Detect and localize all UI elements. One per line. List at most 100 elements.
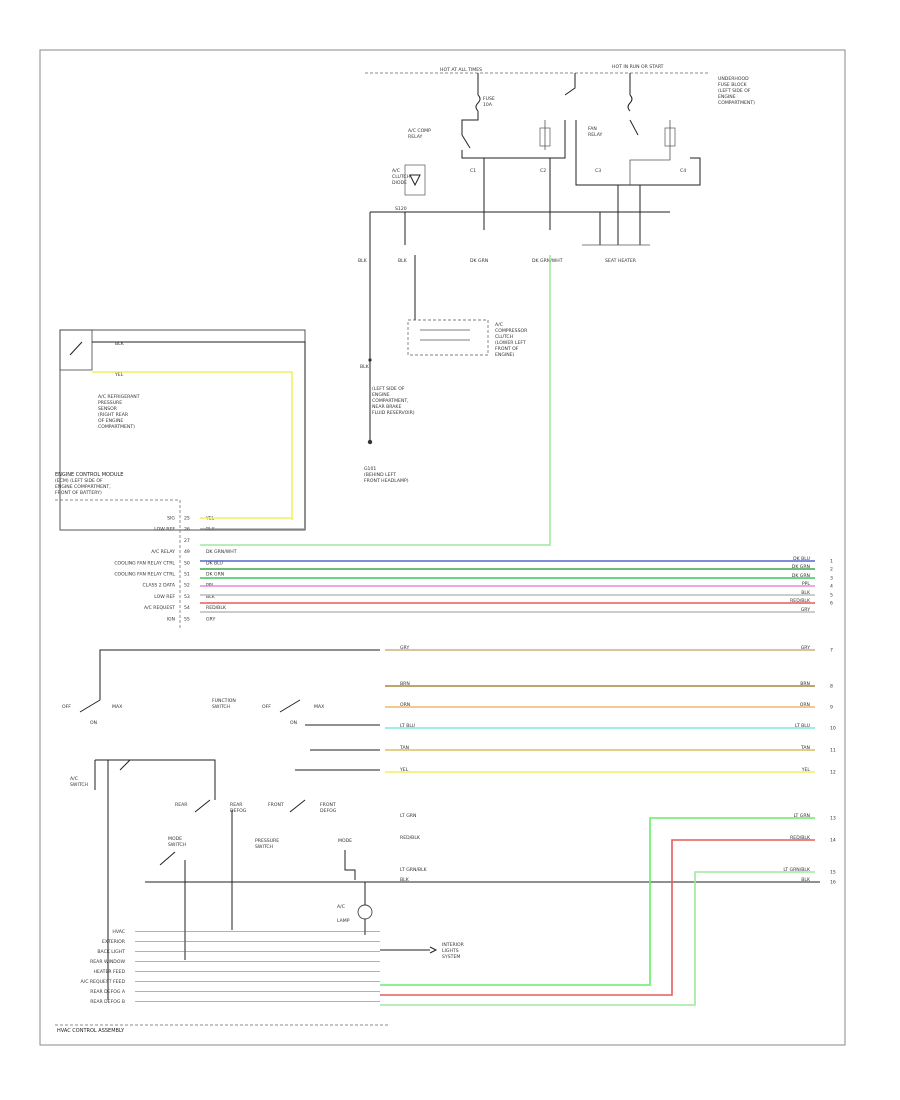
harness-wire-label-right: YEL xyxy=(801,767,811,773)
svg-text:(LEFT SIDE OF: (LEFT SIDE OF xyxy=(718,88,751,94)
ground-note: (LEFT SIDE OF xyxy=(372,386,405,392)
svg-text:UNDERHOOD: UNDERHOOD xyxy=(718,76,749,82)
harness-wire-label-left: LT BLU xyxy=(400,723,415,729)
fuse-1-rating: 10A xyxy=(483,102,493,108)
bus-label: HOT AT ALL TIMES xyxy=(440,67,482,73)
wire-label-1: BLK xyxy=(358,258,368,264)
compressor-label: A/C xyxy=(495,322,503,328)
ecm-row-pin: 51 xyxy=(184,572,190,578)
right-ref-number: 16 xyxy=(830,880,836,886)
harness-wire-label-right: LT BLU xyxy=(795,723,810,729)
diode-label-3: DIODE xyxy=(392,180,407,186)
svg-text:SWITCH: SWITCH xyxy=(212,704,230,710)
right-ref-number: 8 xyxy=(830,684,833,690)
svg-text:(ECM) (LEFT SIDE OF: (ECM) (LEFT SIDE OF xyxy=(55,478,103,484)
ground-id: G101 xyxy=(364,466,376,472)
svg-text:ENGINE COMPARTMENT,: ENGINE COMPARTMENT, xyxy=(55,484,111,490)
wire-label-4: DK GRN/WHT xyxy=(532,258,563,264)
svg-text:REAR: REAR xyxy=(230,802,243,808)
ecm-row-color: DK GRN/WHT xyxy=(206,549,237,555)
ecm-row-label: A/C RELAY xyxy=(151,549,175,555)
harness-wire-label-right: LT GRN/BLK xyxy=(783,867,811,873)
right-ref-number: 6 xyxy=(830,601,833,607)
right-ref-number: 9 xyxy=(830,705,833,711)
ecm-row-pin: 55 xyxy=(184,616,190,622)
connector-c3: C3 xyxy=(595,168,601,174)
svg-text:ENGINE): ENGINE) xyxy=(495,352,515,358)
compressor-box xyxy=(407,319,489,356)
pressure-switch-label: PRESSURE xyxy=(255,838,279,844)
right-ref-number: 11 xyxy=(830,748,836,754)
pressure-sensor: BLK YEL A/C REFRIGERANT PRESSURE SENSOR … xyxy=(59,329,306,531)
svg-text:MODE: MODE xyxy=(338,838,352,844)
svg-text:ENGINE: ENGINE xyxy=(372,392,390,398)
fuse-block-note: UNDERHOOD FUSE BLOCK (LEFT SIDE OF ENGIN… xyxy=(718,76,755,106)
harness-wire-label-right: ORN xyxy=(800,702,810,708)
blower-switch-area: OFF ON MAX FUNCTION SWITCH OFF ON MAX A/… xyxy=(62,649,820,1000)
relay-1-label: A/C COMP xyxy=(408,128,431,134)
harness-wire-label-left: YEL xyxy=(399,767,409,773)
relay-2-loop xyxy=(575,120,701,186)
front-defog-label: FRONT xyxy=(268,802,284,808)
right-ref-number: 14 xyxy=(830,838,836,844)
indicator-destination: INTERIOR xyxy=(442,942,465,948)
svg-text:LIGHTS: LIGHTS xyxy=(442,948,459,954)
harness-wire-label: DK GRN xyxy=(792,573,810,579)
diode-label: A/C xyxy=(392,168,400,174)
compressor-coil xyxy=(420,329,470,341)
harness-wire-label-left: LT GRN xyxy=(400,813,416,819)
harness-wire xyxy=(380,871,815,1006)
svg-text:COMPRESSOR: COMPRESSOR xyxy=(495,328,528,334)
hvac-pin-label: HEATER FEED xyxy=(94,969,126,975)
harness-wire xyxy=(380,817,815,986)
switch-feed-line xyxy=(99,649,380,700)
ac-relay-wire xyxy=(200,255,551,546)
svg-text:LAMP: LAMP xyxy=(337,918,350,924)
sensor-symbol xyxy=(69,341,83,356)
ecm-row-label: CLASS 2 DATA xyxy=(142,583,175,589)
svg-text:FRONT: FRONT xyxy=(320,802,336,808)
svg-text:FRONT HEADLAMP): FRONT HEADLAMP) xyxy=(364,478,409,484)
mid-switch-off: OFF xyxy=(262,704,271,710)
harness-wire-label-left: RED/BLK xyxy=(400,835,421,841)
right-ref-number: 13 xyxy=(830,816,836,822)
ecm-row-color: DK BLU xyxy=(206,560,223,566)
diode-icon xyxy=(409,174,421,187)
ecm-row-pin: 50 xyxy=(184,560,190,566)
svg-text:SWITCH: SWITCH xyxy=(70,782,88,788)
ecm-row-label: COOLING FAN RELAY CTRL xyxy=(114,572,175,578)
wire-label-2: BLK xyxy=(398,258,408,264)
harness-wire-label: RED/BLK xyxy=(790,598,811,604)
sensor-pin-1: BLK xyxy=(115,341,125,347)
svg-text:(BEHIND LEFT: (BEHIND LEFT xyxy=(364,472,396,478)
harness-wire-label: DK GRN xyxy=(792,564,810,570)
svg-text:SWITCH: SWITCH xyxy=(255,844,273,850)
ground-icon xyxy=(367,439,373,445)
ecm-row-pin: 25 xyxy=(184,516,190,522)
svg-text:DEFOG: DEFOG xyxy=(230,808,247,814)
right-ref-number: 3 xyxy=(830,576,833,582)
fuse-1-icon xyxy=(475,94,481,112)
sensor-signal-wire xyxy=(92,371,293,520)
ground-wire-color: BLK xyxy=(360,364,370,370)
harness-wire-label: GRY xyxy=(801,607,810,613)
svg-text:(RIGHT REAR: (RIGHT REAR xyxy=(98,412,129,418)
ecm-row-label: SIG xyxy=(167,516,175,522)
harness-wire xyxy=(380,839,815,996)
left-switch-max: MAX xyxy=(112,704,122,710)
ecm-row-label: COOLING FAN RELAY CTRL xyxy=(114,560,175,566)
harness-wire-label-right: GRY xyxy=(801,645,810,651)
ecm-row-pin: 52 xyxy=(184,583,190,589)
sensor-ground-wire xyxy=(92,341,306,530)
relay-1-label-2: RELAY xyxy=(408,134,423,140)
svg-text:PRESSURE: PRESSURE xyxy=(98,400,122,406)
ecm-title: ENGINE CONTROL MODULE xyxy=(55,472,123,478)
right-ref-number: 4 xyxy=(830,584,833,590)
connector-c4: C4 xyxy=(680,168,686,174)
relay-2-label-2: RELAY xyxy=(588,132,603,138)
relay-1-contact xyxy=(461,134,471,149)
diode-box xyxy=(404,164,426,196)
